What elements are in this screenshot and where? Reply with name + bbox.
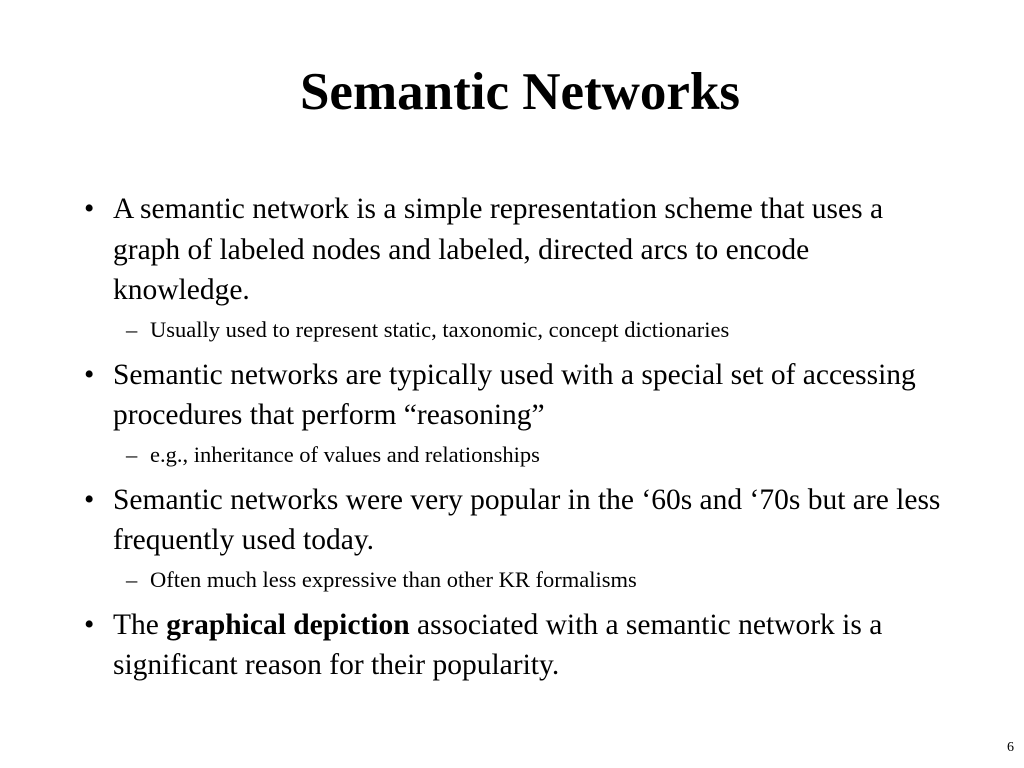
bullet-list: • A semantic network is a simple represe… xyxy=(84,189,944,686)
bullet-item: • A semantic network is a simple represe… xyxy=(84,189,944,311)
sub-bullet-text: e.g., inheritance of values and relation… xyxy=(150,441,540,467)
slide-title: Semantic Networks xyxy=(299,63,741,121)
sub-bullet-marker: – xyxy=(126,316,138,342)
bullet-text: A semantic network is a simple represent… xyxy=(113,193,884,306)
sub-bullet-text: Often much less expressive than other KR… xyxy=(150,566,637,592)
bullet-text-lead: The xyxy=(113,608,167,641)
sub-bullet-marker: – xyxy=(126,566,138,592)
bullet-marker: • xyxy=(84,483,95,516)
bullet-item: • Semantic networks are typically used w… xyxy=(84,355,944,436)
bullet-text-emphasis: graphical depiction xyxy=(166,608,410,641)
bullet-marker: • xyxy=(84,608,95,641)
bullet-item: • Semantic networks were very popular in… xyxy=(84,480,944,561)
bullet-marker: • xyxy=(84,358,95,391)
sub-bullet-item: – Often much less expressive than other … xyxy=(84,565,944,595)
sub-bullet-marker: – xyxy=(126,441,138,467)
bullet-text: Semantic networks were very popular in t… xyxy=(113,483,941,557)
sub-bullet-item: – Usually used to represent static, taxo… xyxy=(84,315,944,345)
bullet-item: • The graphical depiction associated wit… xyxy=(84,605,944,686)
sub-bullet-item: – e.g., inheritance of values and relati… xyxy=(84,440,944,470)
bullet-text: Semantic networks are typically used wit… xyxy=(113,358,916,432)
bullet-marker: • xyxy=(84,193,95,225)
bullet-text-rest: associated with a semantic network is a … xyxy=(113,608,883,682)
sub-bullet-text: Usually used to represent static, taxono… xyxy=(150,316,730,342)
slide-number: 6 xyxy=(1007,740,1014,755)
